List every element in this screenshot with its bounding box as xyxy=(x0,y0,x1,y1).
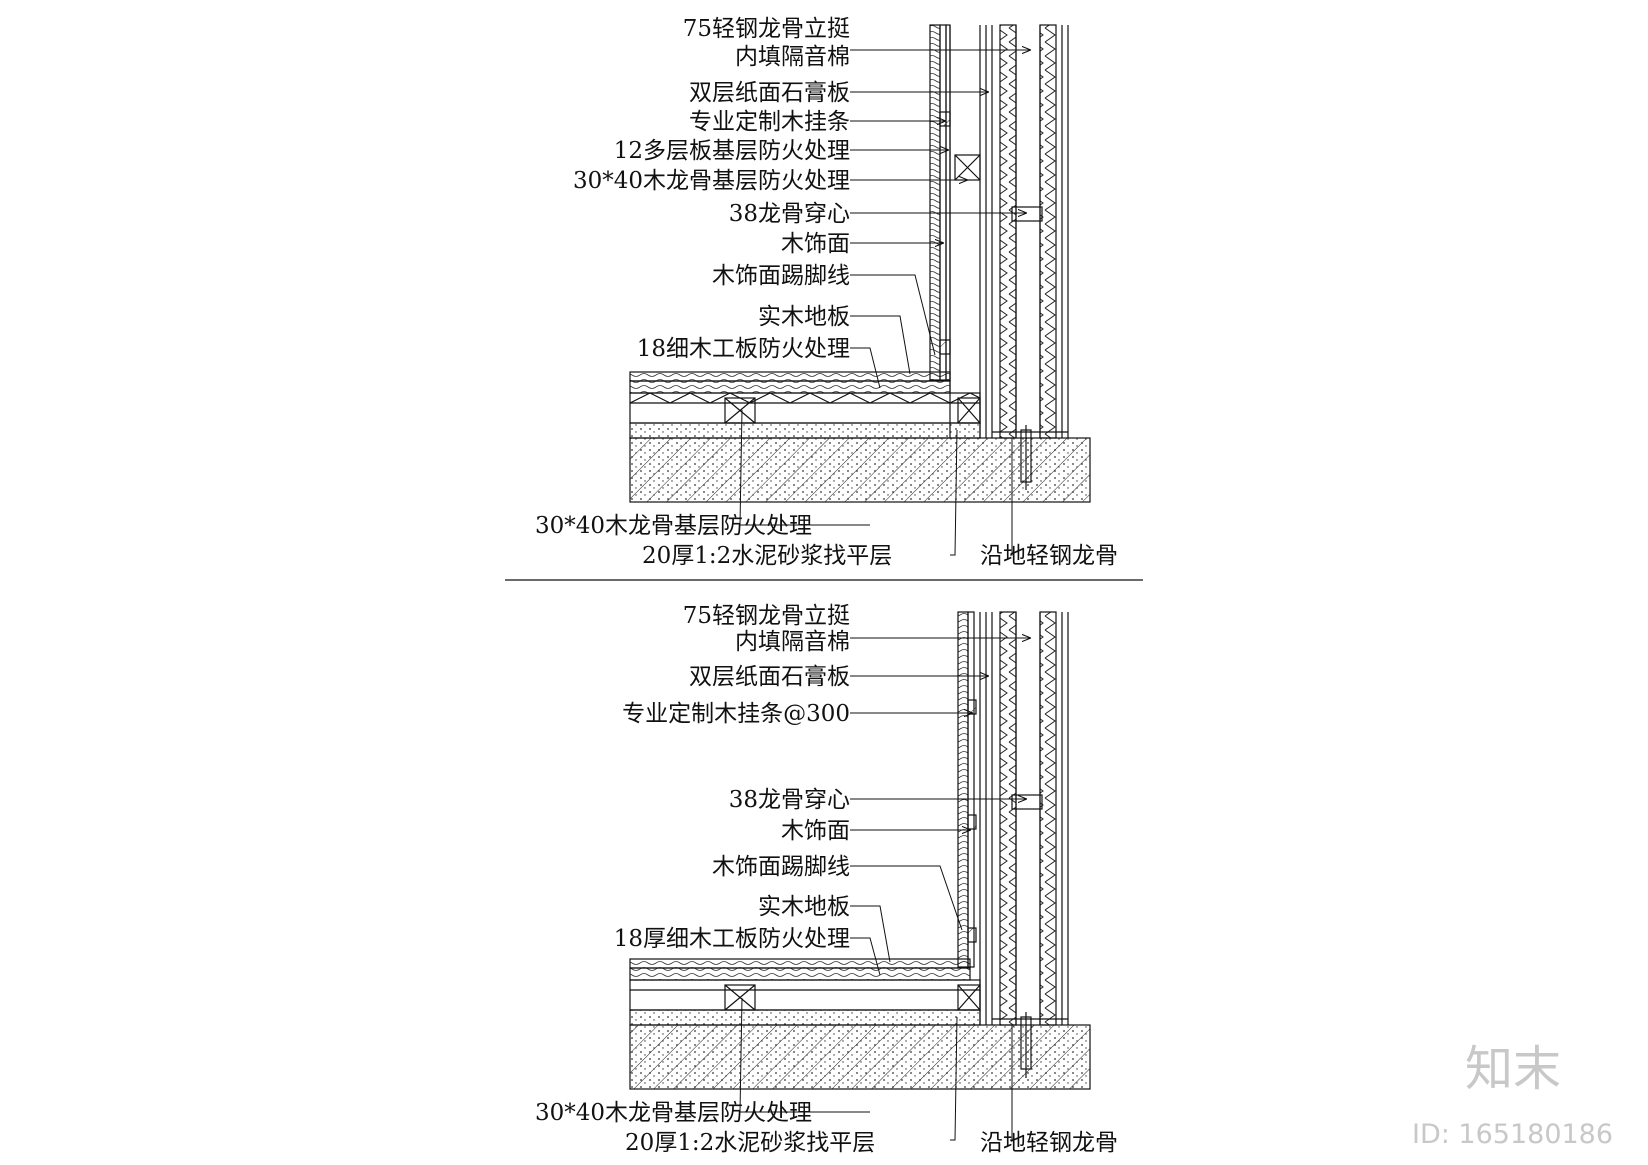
label-bottom-wood-keel: 30*40木龙骨基层防火处理 xyxy=(535,513,812,539)
wall-floor-detail-top: 75轻钢龙骨立挺 内填隔音棉 双层纸面石膏板 专业定制木挂条 12多层板基层防火… xyxy=(535,16,1118,569)
label-wood-keel: 30*40木龙骨基层防火处理 xyxy=(573,168,850,194)
annotation-labels: 75轻钢龙骨立挺 内填隔音棉 双层纸面石膏板 专业定制木挂条@300 38龙骨穿… xyxy=(535,603,1118,1156)
label-solid-wood-floor: 实木地板 xyxy=(758,894,850,920)
label-multilayer-board: 12多层板基层防火处理 xyxy=(614,138,850,164)
label-keel-38: 38龙骨穿心 xyxy=(729,787,850,813)
watermark-id: ID: 165180186 xyxy=(1412,1119,1613,1150)
label-wood-veneer: 木饰面 xyxy=(781,818,850,844)
label-cement-screed: 20厚1:2水泥砂浆找平层 xyxy=(625,1130,875,1156)
label-insulation: 内填隔音棉 xyxy=(735,629,850,655)
annotation-labels: 75轻钢龙骨立挺 内填隔音棉 双层纸面石膏板 专业定制木挂条 12多层板基层防火… xyxy=(535,16,1118,569)
label-gypsum-board: 双层纸面石膏板 xyxy=(689,80,850,106)
label-insulation: 内填隔音棉 xyxy=(735,44,850,70)
label-steel-stud: 75轻钢龙骨立挺 xyxy=(683,603,850,629)
label-floor-track: 沿地轻钢龙骨 xyxy=(980,543,1118,569)
label-bottom-wood-keel: 30*40木龙骨基层防火处理 xyxy=(535,1100,812,1126)
label-solid-wood-floor: 实木地板 xyxy=(758,304,850,330)
detail-geometry xyxy=(629,611,1091,1090)
label-skirting: 木饰面踢脚线 xyxy=(712,263,850,289)
watermark-brand: 知末 xyxy=(1465,1041,1561,1097)
leader-lines xyxy=(739,50,1030,556)
label-blockboard: 18厚细木工板防火处理 xyxy=(614,926,850,952)
wall-floor-detail-bottom: 75轻钢龙骨立挺 内填隔音棉 双层纸面石膏板 专业定制木挂条@300 38龙骨穿… xyxy=(535,603,1118,1156)
label-keel-38: 38龙骨穿心 xyxy=(729,201,850,227)
label-skirting: 木饰面踢脚线 xyxy=(712,854,850,880)
label-steel-stud: 75轻钢龙骨立挺 xyxy=(683,16,850,42)
label-floor-track: 沿地轻钢龙骨 xyxy=(980,1130,1118,1156)
detail-geometry xyxy=(629,24,1091,503)
label-gypsum-board: 双层纸面石膏板 xyxy=(689,664,850,690)
label-wood-veneer: 木饰面 xyxy=(781,231,850,257)
label-wood-hanger: 专业定制木挂条 xyxy=(689,109,850,135)
leader-lines xyxy=(739,638,1030,1141)
label-wood-hanger: 专业定制木挂条@300 xyxy=(622,701,850,727)
label-cement-screed: 20厚1:2水泥砂浆找平层 xyxy=(642,543,892,569)
label-blockboard: 18细木工板防火处理 xyxy=(637,336,850,362)
watermark: 知末 ID: 165180186 xyxy=(1412,1041,1613,1150)
